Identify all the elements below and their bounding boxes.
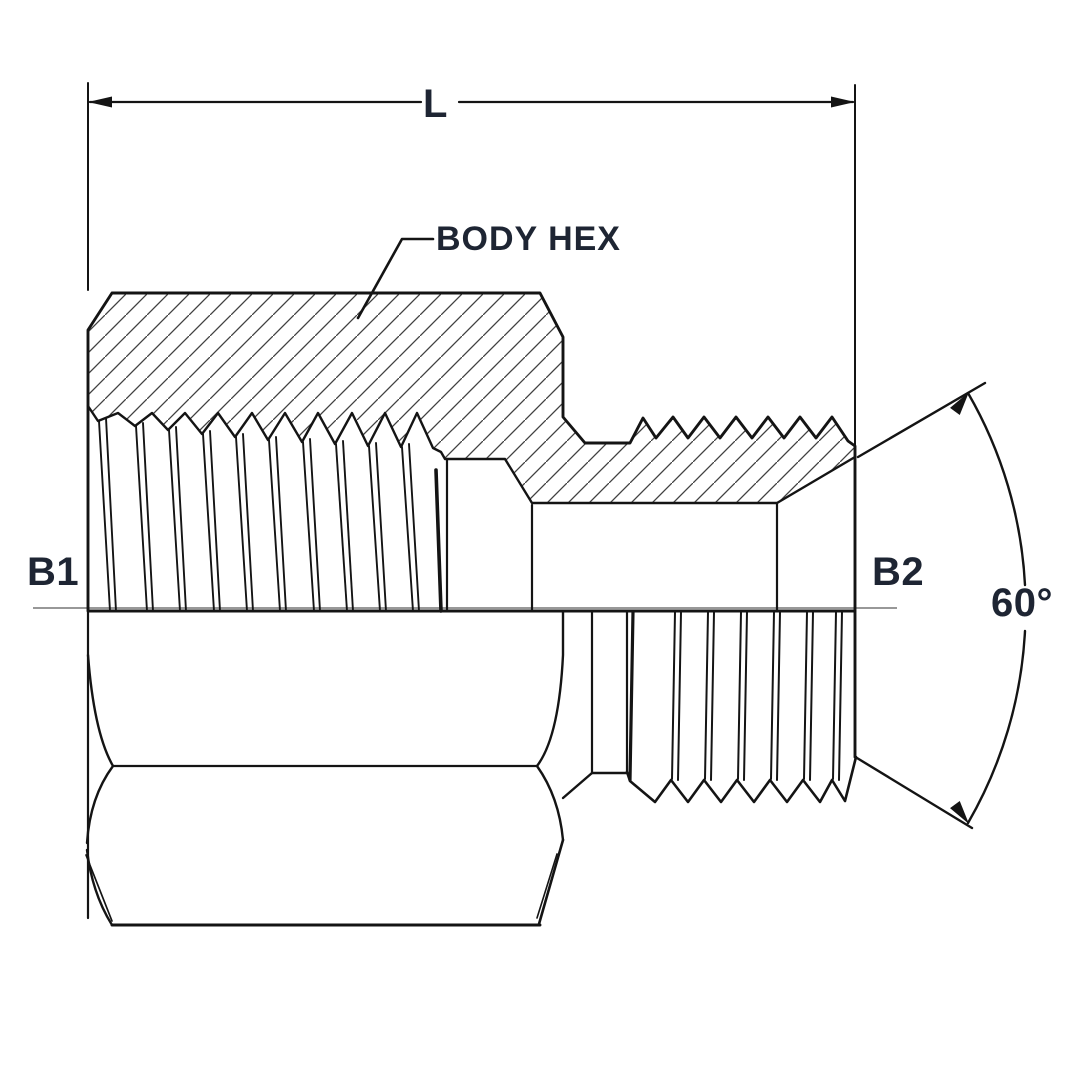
angle-dimension-60 — [855, 381, 1027, 830]
hex-external-view — [85, 610, 629, 927]
section-hatch-region — [88, 293, 855, 611]
bore-profile — [86, 404, 857, 613]
female-thread-flanks — [98, 417, 443, 613]
seat-angle-label: 60° — [991, 581, 1053, 625]
port-b1-label: B1 — [27, 550, 80, 594]
length-dimension-label: L — [423, 82, 448, 126]
dimension-L — [87, 82, 856, 447]
body-hex-leader — [356, 237, 435, 320]
upper-outer-profile — [86, 291, 857, 613]
body-hex-label: BODY HEX — [436, 220, 621, 258]
male-thread-external — [625, 610, 858, 804]
port-b2-label: B2 — [872, 550, 925, 594]
